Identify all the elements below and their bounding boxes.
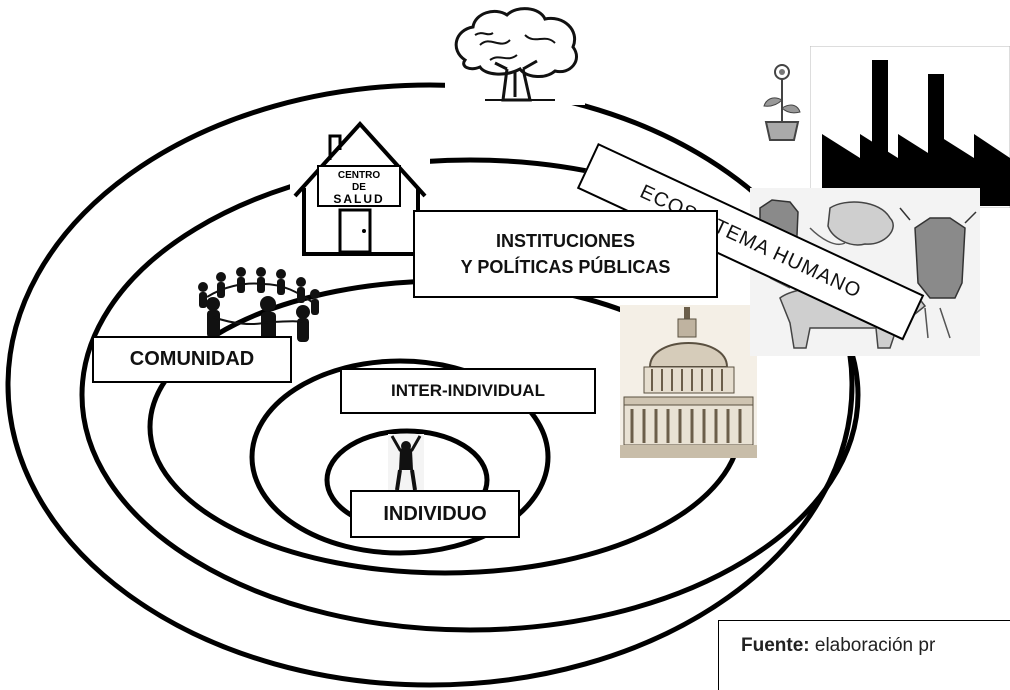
inter-individual-label-text: INTER-INDIVIDUAL bbox=[391, 380, 545, 400]
individual-person-icon bbox=[388, 434, 424, 492]
tree-icon bbox=[445, 5, 585, 105]
ring-ecosystem bbox=[5, 82, 855, 688]
flower-pot-icon bbox=[752, 60, 810, 142]
ring-inter-individual bbox=[249, 358, 551, 556]
house-sign-line1: CENTRO bbox=[338, 170, 380, 181]
house-sign-line3: SALUD bbox=[333, 192, 384, 206]
individual-label-text: INDIVIDUO bbox=[383, 502, 487, 525]
factory-icon bbox=[810, 46, 1010, 208]
institutions-label-line1: INSTITUCIONES bbox=[495, 230, 635, 251]
institutions-label-line2: Y POLÍTICAS PÚBLICAS bbox=[460, 257, 671, 277]
capitol-icon bbox=[620, 305, 757, 458]
source-note: Fuente: elaboración pr bbox=[718, 620, 1010, 690]
individual-label: INDIVIDUO bbox=[350, 490, 520, 538]
community-label-text: COMUNIDAD bbox=[129, 348, 255, 370]
community-circle-icon bbox=[198, 267, 320, 342]
health-center-house-icon: CENTRO DE SALUD bbox=[290, 118, 430, 260]
source-note-text: elaboración pr bbox=[809, 635, 936, 656]
ring-institutions bbox=[79, 157, 861, 633]
community-label: COMUNIDAD bbox=[92, 336, 292, 383]
house-sign-line2: DE bbox=[352, 182, 366, 193]
source-note-label: Fuente: bbox=[741, 635, 810, 656]
institutions-label: INSTITUCIONES Y POLÍTICAS PÚBLICAS bbox=[413, 210, 718, 298]
inter-individual-label: INTER-INDIVIDUAL bbox=[340, 368, 596, 414]
